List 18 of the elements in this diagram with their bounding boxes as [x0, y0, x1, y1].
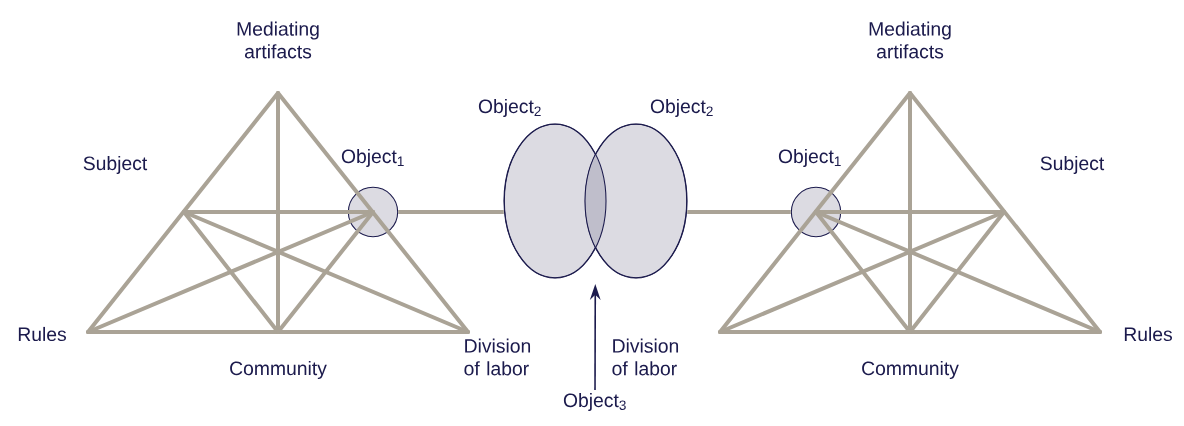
object-label: Object$_{3}$ — [563, 393, 626, 411]
vertex-label: Subject — [1040, 156, 1105, 174]
connector-line — [398, 210, 504, 214]
overlap-region — [503, 123, 688, 279]
vertex-label: Rules — [18, 326, 66, 342]
vertex-label: Mediating artifacts — [237, 21, 319, 59]
vertex-label: Division of labor — [464, 338, 530, 376]
vertex-label: Rules — [1124, 326, 1172, 342]
vertex-label: Mediating artifacts — [869, 21, 951, 59]
vertex-label: Division of labor — [612, 338, 678, 376]
connector-line — [687, 210, 791, 214]
node-label: Object$_{2}$ — [650, 98, 713, 118]
vertex-label: Subject — [83, 156, 148, 174]
vertex-label: Community — [862, 361, 959, 379]
node-label: Object$_{1}$ — [778, 148, 841, 168]
vertex-label: Community — [230, 361, 327, 379]
node-label: Object$_{1}$ — [341, 148, 404, 168]
node-label: Object$_{2}$ — [478, 98, 541, 118]
